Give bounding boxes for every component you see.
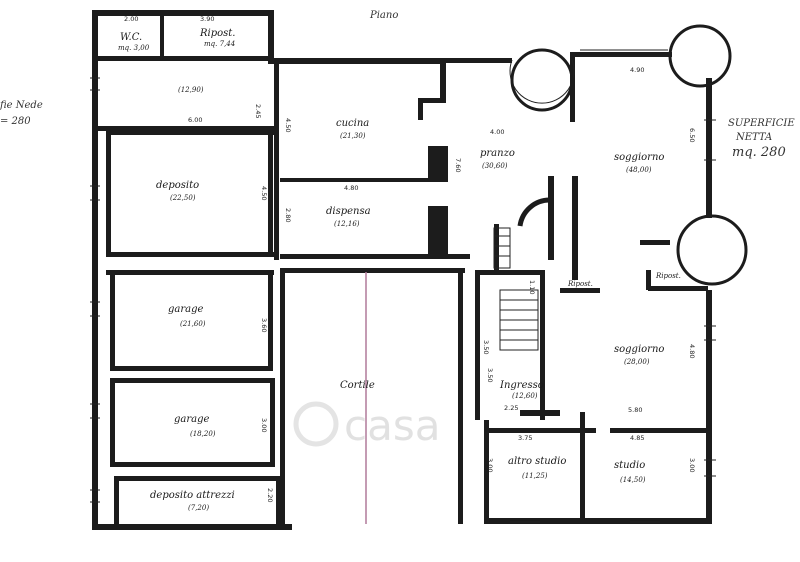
windows (90, 49, 716, 523)
dim-label: 2.80 (284, 208, 292, 222)
dim-label: 1.10 (528, 280, 536, 294)
room-ripost: Ripost. (199, 28, 235, 39)
note-left-2: = 280 (0, 116, 31, 127)
room-deposito-area: (22,50) (170, 194, 196, 202)
dimension-labels: 2.00 3.90 2.45 6.00 4.50 4.50 2.80 4.80 … (124, 15, 696, 502)
watermark: casa (293, 401, 440, 450)
room-ripost-area: mq. 7,44 (204, 40, 235, 48)
room-wc-area: mq. 3,00 (118, 44, 150, 52)
watermark-text: casa (344, 401, 440, 450)
dim-label: 4.80 (688, 344, 696, 358)
dim-label: 5.80 (628, 406, 642, 414)
room-wc: W.C. (120, 32, 142, 43)
room-cucina-area: (21,30) (340, 132, 366, 140)
room-dispensa-area: (12,16) (334, 220, 360, 228)
room-corridor-area: (12,90) (178, 86, 204, 94)
room-studio-area: (14,50) (620, 476, 646, 484)
dim-label: 2.00 (124, 15, 138, 23)
room-pranzo-area: (30,60) (482, 162, 508, 170)
dim-label: 3.60 (260, 318, 268, 332)
dim-label: 3.00 (260, 418, 268, 432)
dim-label: 3.50 (482, 340, 490, 354)
room-cortile: Cortile (340, 380, 375, 391)
dim-label: 2.20 (266, 488, 274, 502)
room-ingresso: Ingresso (499, 380, 544, 391)
room-studio: studio (614, 460, 645, 471)
room-ripost-3: Ripost. (655, 272, 681, 280)
room-deposito: deposito (156, 180, 199, 191)
room-dispensa: dispensa (326, 206, 371, 217)
dim-label: 4.50 (284, 118, 292, 132)
room-garage-2-area: (18,20) (190, 430, 216, 438)
room-ripost-2: Ripost. (567, 280, 593, 288)
dim-label: 4.80 (344, 184, 358, 192)
room-soggiorno-1-area: (48,00) (626, 166, 652, 174)
room-cucina: cucina (336, 118, 369, 129)
bay-towers (509, 24, 748, 286)
dim-label: 2.45 (254, 104, 262, 118)
room-ingresso-area: (12,60) (512, 392, 538, 400)
room-altro-studio-area: (11,25) (522, 472, 548, 480)
dim-label: 4.50 (260, 186, 268, 200)
note-netta: NETTA (735, 132, 772, 143)
room-deposito-attrezzi: deposito attrezzi (150, 490, 235, 501)
note-mq: mq. 280 (732, 145, 786, 160)
room-soggiorno-2-area: (28,00) (624, 358, 650, 366)
room-garage-1: garage (168, 304, 204, 315)
note-top: Piano (369, 10, 398, 21)
dim-label: 6.00 (188, 116, 202, 124)
staircase (493, 227, 539, 351)
dim-label: 3.90 (200, 15, 214, 23)
dim-label: 4.90 (630, 66, 644, 74)
room-soggiorno-2: soggiorno (614, 344, 664, 355)
note-left-1: fie Nede (0, 100, 43, 111)
dim-label: 3.50 (486, 368, 494, 382)
dim-label: 3.75 (518, 434, 532, 442)
room-garage-1-area: (21,60) (180, 320, 206, 328)
room-altro-studio: altro studio (508, 456, 566, 467)
room-garage-2: garage (174, 414, 210, 425)
dim-label: 3.00 (486, 458, 494, 472)
dim-label: 6.50 (688, 128, 696, 142)
handwritten-notes: SUPERFICIE NETTA mq. 280 fie Nede = 280 … (0, 10, 795, 160)
room-deposito-attrezzi-area: (7,20) (188, 504, 209, 512)
dim-label: 3.00 (688, 458, 696, 472)
dim-label: 2.25 (504, 404, 518, 412)
dim-label: 4.85 (630, 434, 644, 442)
room-soggiorno-1: soggiorno (614, 152, 664, 163)
dim-label: 7.60 (454, 158, 462, 172)
room-pranzo: pranzo (480, 148, 515, 159)
note-superficie: SUPERFICIE (728, 118, 795, 129)
dim-label: 4.00 (490, 128, 504, 136)
walls (92, 10, 712, 530)
room-labels: W.C. mq. 3,00 Ripost. mq. 7,44 (12,90) d… (118, 28, 681, 512)
